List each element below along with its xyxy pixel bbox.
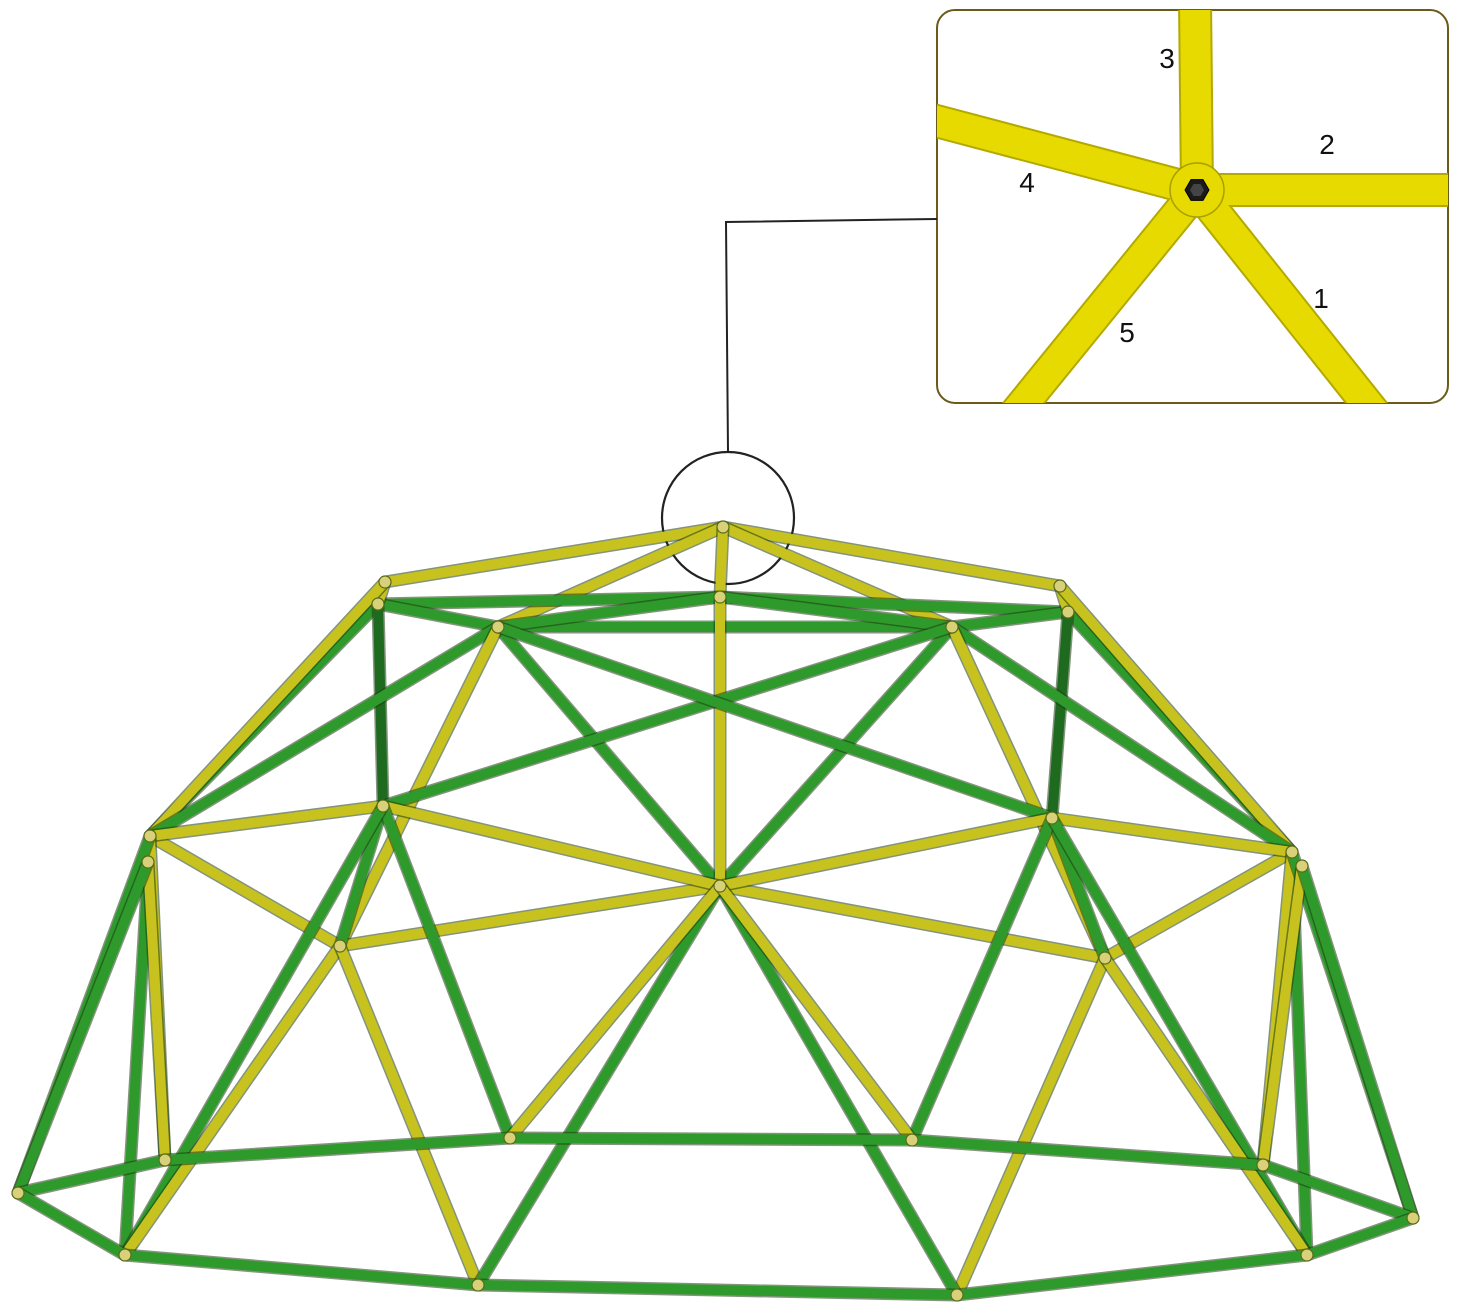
strut-label-4: 4 <box>1019 167 1035 198</box>
strut-yellow <box>335 881 725 951</box>
strut-yellow <box>145 577 390 841</box>
strut-yellow <box>715 813 1057 891</box>
hub-joint <box>11 1186 25 1200</box>
hub-bolt-inner-icon <box>1190 184 1204 196</box>
hub-joint <box>1300 1248 1314 1262</box>
hub-joint <box>141 855 155 869</box>
strut-green <box>493 592 725 632</box>
strut-yellow <box>715 881 917 1145</box>
strut-green <box>473 881 725 1290</box>
strut-label-1: 1 <box>1313 283 1329 314</box>
strut-green <box>715 592 957 632</box>
strut-yellow <box>1047 813 1297 857</box>
hub-strut <box>1180 10 1212 191</box>
strut-green <box>120 1250 483 1290</box>
hub-strut <box>998 180 1209 403</box>
strut-green <box>378 622 957 811</box>
hub-joint <box>118 1248 132 1262</box>
hub-joint <box>1045 811 1059 825</box>
strut-yellow <box>1100 953 1312 1260</box>
strut-yellow <box>505 881 725 1143</box>
hub-joint <box>371 597 385 611</box>
strut-yellow <box>335 622 503 951</box>
strut-label-5: 5 <box>1119 317 1135 348</box>
hub-joint <box>1256 1158 1270 1172</box>
strut-green <box>473 1280 962 1300</box>
hub-strut <box>937 103 1201 205</box>
strut-green <box>493 622 725 891</box>
hub-joint <box>1053 579 1067 593</box>
hub-joint <box>1098 951 1112 965</box>
hub-joint <box>950 1288 964 1302</box>
hub-joint <box>143 829 157 843</box>
strut-green <box>907 813 1057 1145</box>
hub-joint <box>716 520 730 534</box>
hub-joint <box>1406 1211 1420 1225</box>
strut-green <box>1258 1160 1418 1223</box>
hub-joint <box>491 620 505 634</box>
strut-green <box>145 622 503 841</box>
strut-green <box>13 1155 170 1198</box>
hub-joint <box>713 590 727 604</box>
strut-green <box>373 599 503 632</box>
strut-green <box>1297 861 1418 1223</box>
strut-yellow <box>145 801 388 841</box>
hub-joint <box>713 879 727 893</box>
strut-label-3: 3 <box>1159 43 1175 74</box>
strut-green <box>378 801 515 1143</box>
strut-yellow <box>335 941 483 1290</box>
strut-green <box>1047 607 1073 823</box>
hub-joint <box>905 1133 919 1147</box>
strut-green <box>1302 1213 1418 1260</box>
hub-joint <box>503 1131 517 1145</box>
strut-green <box>13 1188 130 1260</box>
hub-joint <box>1061 605 1075 619</box>
hub-joint <box>376 799 390 813</box>
hub-joint <box>471 1278 485 1292</box>
strut-yellow <box>1258 861 1307 1170</box>
strut-label-2: 2 <box>1319 129 1335 160</box>
dome-frame <box>11 520 1420 1302</box>
zoom-circle <box>660 450 796 586</box>
strut-green <box>947 607 1073 632</box>
hub-joint <box>1285 845 1299 859</box>
strut-green <box>952 1250 1312 1300</box>
strut-green <box>120 801 388 1260</box>
strut-yellow <box>380 522 728 587</box>
strut-green <box>13 857 153 1198</box>
strut-green <box>160 1133 515 1165</box>
strut-green <box>505 1133 917 1145</box>
strut-green <box>715 622 957 891</box>
strut-yellow <box>1055 581 1297 857</box>
strut-green <box>715 881 962 1300</box>
strut-yellow <box>715 522 728 602</box>
strut-green <box>493 622 1057 823</box>
hub-struts <box>937 10 1448 403</box>
hub-joint <box>333 939 347 953</box>
strut-yellow <box>952 953 1110 1300</box>
hub-strut <box>1185 180 1392 403</box>
leader-line <box>724 218 938 453</box>
hub-joint <box>945 620 959 634</box>
strut-yellow <box>493 522 728 632</box>
strut-green <box>907 1135 1268 1170</box>
callout-panel: 3 2 4 1 5 <box>936 9 1449 404</box>
strut-yellow <box>120 941 345 1260</box>
hub-joint <box>378 575 392 589</box>
strut-yellow <box>143 857 170 1165</box>
strut-green <box>947 622 1297 857</box>
hub-joint <box>1295 859 1309 873</box>
dome-joints <box>11 520 1420 1302</box>
strut-yellow <box>378 801 725 891</box>
strut-yellow <box>718 522 1065 591</box>
strut-yellow <box>715 881 1110 963</box>
hub-joint <box>158 1153 172 1167</box>
strut-yellow <box>1100 847 1297 963</box>
hub-detail <box>937 10 1448 403</box>
